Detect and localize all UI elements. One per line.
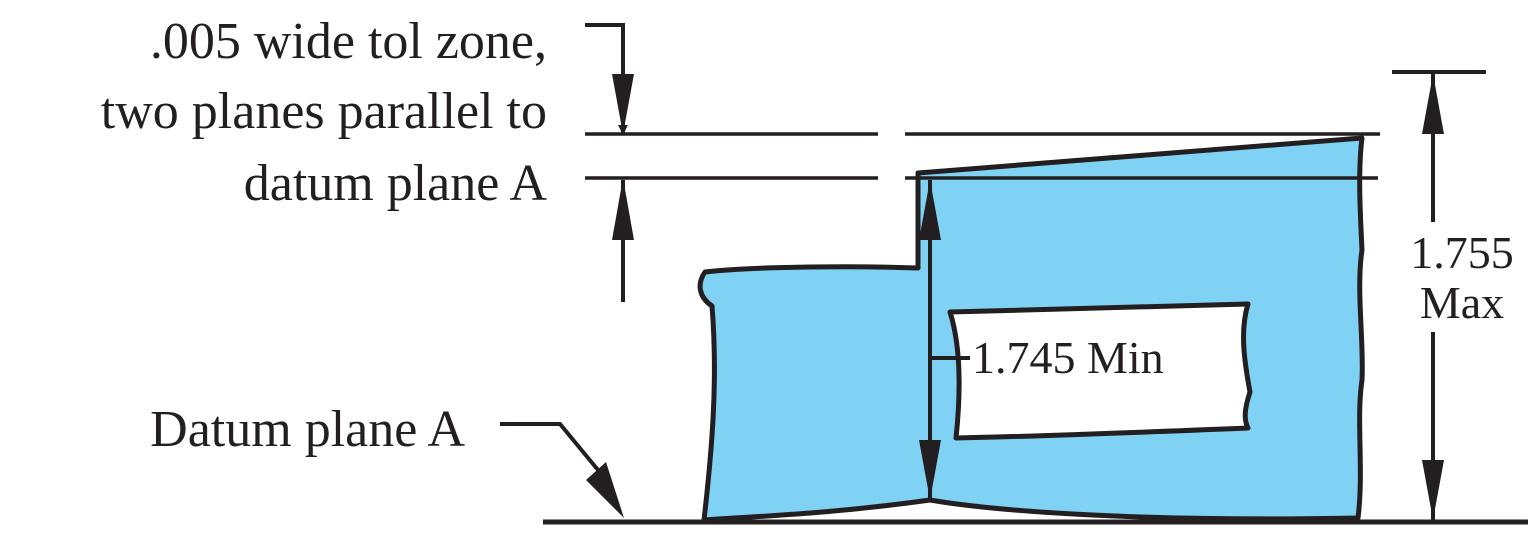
datum-leader-arrowhead <box>586 462 624 518</box>
max-dimension-arrowhead-top <box>1422 74 1444 134</box>
tolerance-label-line2: two planes parallel to <box>101 83 547 140</box>
tolerance-label-line1: .005 wide tol zone, <box>150 13 547 70</box>
tolerance-upper-arrowhead <box>612 74 634 134</box>
tolerance-label-line3: datum plane A <box>244 155 548 212</box>
min-dimension-arrowhead-bottom <box>919 440 941 500</box>
datum-leader <box>500 422 600 472</box>
min-label-window <box>947 301 1253 441</box>
datum-plane-label: Datum plane A <box>150 401 465 458</box>
max-dimension-value-label: 1.755 <box>1410 227 1514 278</box>
max-dimension-suffix-label: Max <box>1420 277 1504 328</box>
max-dimension-arrowhead-bottom <box>1422 460 1444 520</box>
min-dimension-arrowhead-top <box>919 180 941 240</box>
min-dimension-label: 1.745 Min <box>972 332 1164 383</box>
tolerance-lower-arrowhead <box>612 178 634 240</box>
